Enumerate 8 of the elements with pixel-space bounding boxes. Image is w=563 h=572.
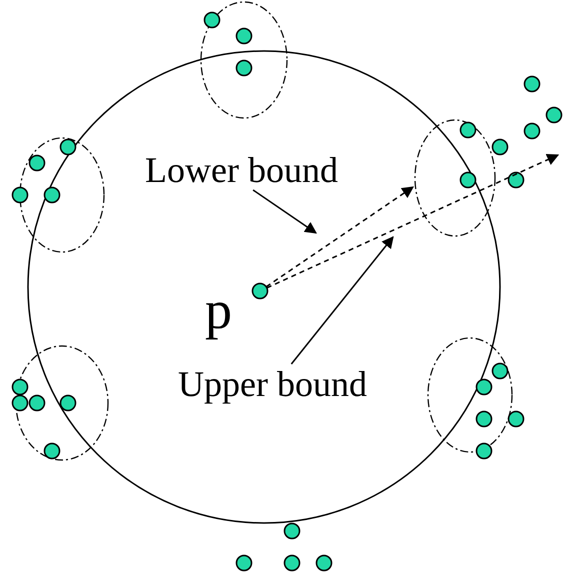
bound-label: Upper bound xyxy=(178,366,367,402)
dashed-arrow xyxy=(266,154,560,289)
point-label: p xyxy=(205,283,232,337)
dashed-arrow xyxy=(266,186,414,288)
leader-line xyxy=(252,189,317,234)
leader-line xyxy=(290,236,394,364)
point-dot xyxy=(252,282,268,300)
bound-label: Lower bound xyxy=(145,152,338,188)
